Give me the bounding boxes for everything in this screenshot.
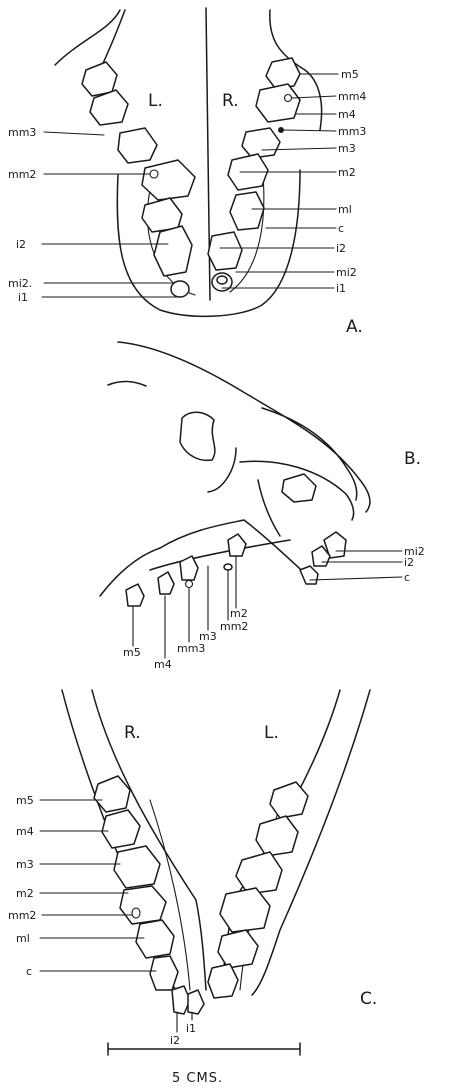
panel-a-side-left: L. xyxy=(148,91,163,111)
panel-c-tooth-l-m5 xyxy=(270,782,308,818)
label-a-mi2-right: mi2 xyxy=(336,266,357,279)
label-c-c: c xyxy=(26,965,32,978)
leader-a-mm3-right xyxy=(284,130,336,131)
scale-bar-label: 5 CMS. xyxy=(172,1071,223,1086)
label-a-c: c xyxy=(338,222,344,235)
label-a-mm2: mm2 xyxy=(8,168,36,181)
panel-c-side-left: R. xyxy=(124,723,141,743)
scale-bar: 5 CMS. xyxy=(108,1043,300,1086)
label-a-m3: m3 xyxy=(338,142,356,155)
panel-c-tooth-r-m4 xyxy=(102,810,140,848)
panel-a-side-right: R. xyxy=(222,91,239,111)
label-a-mi2-left: mi2. xyxy=(8,277,32,290)
panel-c-tooth-l-m1 xyxy=(218,930,258,968)
panel-b-tooth-mm2 xyxy=(224,564,232,570)
panel-a-tooth-left-mm2 xyxy=(142,160,195,200)
panel-a-tooth-right-m5 xyxy=(266,58,300,88)
label-b-i2: i2 xyxy=(404,556,414,569)
panel-b-tooth-canine xyxy=(300,566,318,584)
panel-c-tooth-r-i1 xyxy=(188,990,204,1014)
label-b-m2: m2 xyxy=(230,607,248,620)
label-b-mm2: mm2 xyxy=(220,620,248,633)
leader-a-mm3-left xyxy=(44,132,104,135)
label-c-m1: ml xyxy=(16,932,30,945)
label-a-i2-right: i2 xyxy=(336,242,346,255)
label-a-m5: m5 xyxy=(341,68,359,81)
panel-a-tooth-left-mm3 xyxy=(118,128,157,163)
panel-c-tooth-r-c xyxy=(150,956,178,990)
panel-c-side-right: L. xyxy=(264,723,279,743)
panel-a-tooth-right-m4 xyxy=(256,84,300,122)
panel-b-tooth-m2 xyxy=(228,534,246,556)
panel-a-tooth-right-i2 xyxy=(208,232,242,270)
panel-b-tooth-m5 xyxy=(126,584,144,606)
scale-bar-line xyxy=(108,1043,300,1055)
label-c-i2: i2 xyxy=(170,1034,180,1047)
panel-c-letter: C. xyxy=(360,989,377,1009)
label-b-m4: m4 xyxy=(154,658,172,671)
label-a-mm4: mm4 xyxy=(338,90,366,103)
panel-b-letter: B. xyxy=(404,449,421,469)
label-c-m2: m2 xyxy=(16,887,34,900)
panel-a: L. R. m5 mm4 m4 mm3 m3 m2 ml c i2 mi2 i1… xyxy=(8,8,366,337)
panel-c: R. L. m5 m4 m3 m2 mm2 ml c i2 i1 C. xyxy=(8,690,377,1047)
panel-a-marker-mm3 xyxy=(278,127,284,133)
label-c-i1: i1 xyxy=(186,1022,196,1035)
label-a-i1-left: i1 xyxy=(18,291,28,304)
panel-a-tooth-right-i1-inner xyxy=(217,276,227,284)
panel-b-marker-mm3 xyxy=(186,581,193,588)
panel-a-tooth-left-i2 xyxy=(154,226,192,276)
panel-c-tooth-l-m2 xyxy=(220,888,270,932)
label-c-m3: m3 xyxy=(16,858,34,871)
label-a-m4: m4 xyxy=(338,108,356,121)
panel-a-tooth-right-m3 xyxy=(242,128,280,158)
label-c-m4: m4 xyxy=(16,825,34,838)
panel-c-tooth-l-m4 xyxy=(256,816,298,856)
label-c-mm2: mm2 xyxy=(8,909,36,922)
label-a-i2-left: i2 xyxy=(16,238,26,251)
panel-a-skull-outline xyxy=(55,10,322,316)
label-a-m2: m2 xyxy=(338,166,356,179)
label-b-mm3: mm3 xyxy=(177,642,205,655)
panel-c-tooth-l-m3 xyxy=(236,852,282,894)
panel-c-tooth-r-m2 xyxy=(120,886,166,924)
panel-b: mi2 i2 c m2 mm2 m3 mm3 m4 m5 B. xyxy=(100,342,425,671)
label-a-m1: ml xyxy=(338,203,352,216)
label-a-i1-right: i1 xyxy=(336,282,346,295)
panel-c-tooth-r-m1 xyxy=(136,920,174,958)
panel-b-tooth-orbit-oval xyxy=(282,474,316,502)
panel-a-tooth-left-i1 xyxy=(171,281,189,297)
label-b-c: c xyxy=(404,571,410,584)
label-b-m5: m5 xyxy=(123,646,141,659)
panel-a-tooth-right-m1 xyxy=(230,192,264,230)
panel-a-letter: A. xyxy=(346,317,363,337)
label-a-mm3-right: mm3 xyxy=(338,125,366,138)
panel-b-tooth-mm3 xyxy=(180,556,198,580)
panel-c-tooth-l-c xyxy=(208,964,238,998)
label-c-m5: m5 xyxy=(16,794,34,807)
leader-b-c xyxy=(310,577,402,580)
panel-b-tooth-m4 xyxy=(158,572,174,594)
panel-c-tooth-r-m3 xyxy=(114,846,160,888)
label-a-mm3-left: mm3 xyxy=(8,126,36,139)
